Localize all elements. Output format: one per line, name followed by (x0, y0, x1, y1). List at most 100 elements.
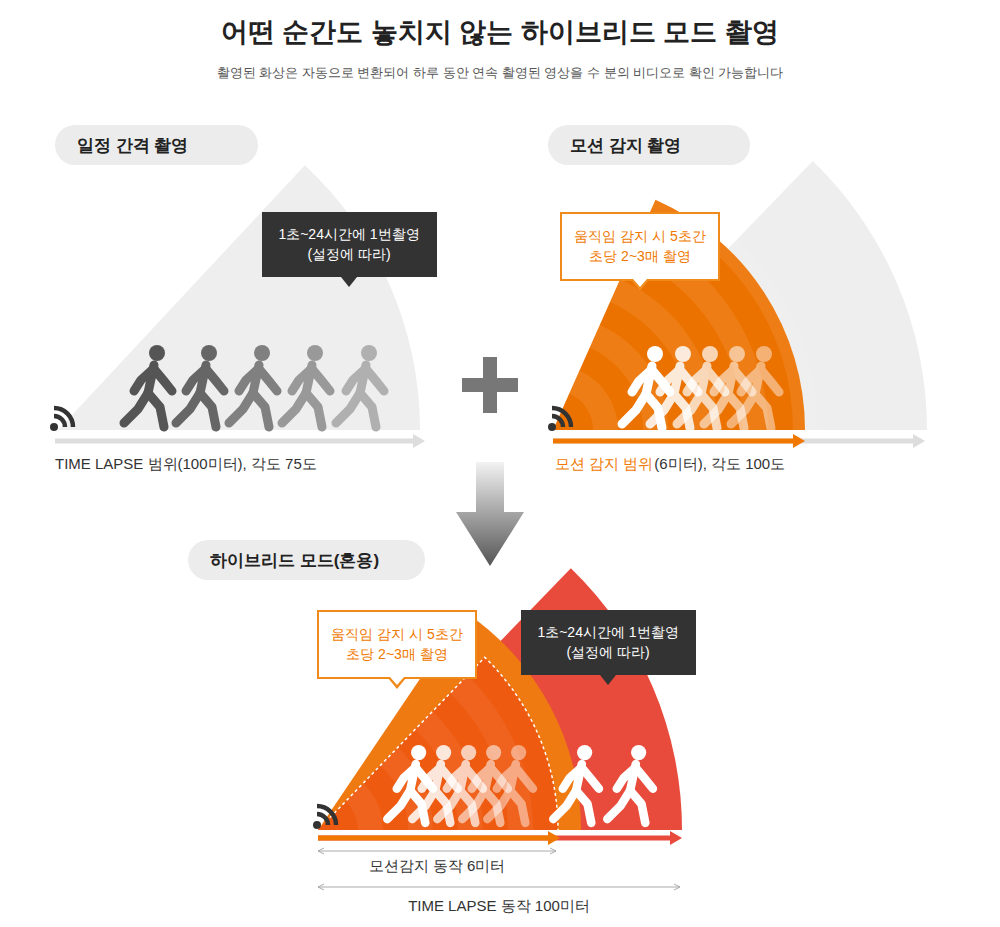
section-title: 일정 간격 촬영 (77, 134, 188, 157)
callout-text: 1초~24시간에 1번촬영 (설정에 따라) (269, 225, 430, 264)
walker-figure (229, 345, 277, 427)
walker-head (647, 346, 663, 362)
walker-figure (487, 745, 533, 823)
walker-head (675, 346, 691, 362)
walker-head (307, 345, 323, 361)
walker-head (201, 345, 217, 361)
section-title: 모션 감지 촬영 (570, 134, 681, 157)
walker-limb (206, 369, 224, 391)
walker-limb (617, 768, 635, 789)
walker-limb (360, 393, 376, 427)
dimension-line (318, 848, 556, 854)
walker-limb (487, 791, 510, 820)
sensor-wave (552, 416, 563, 427)
walker-limb (704, 394, 728, 424)
timelapse-axis-head (670, 831, 682, 845)
walker-limb (422, 768, 440, 789)
walker-head (486, 745, 501, 760)
walker-figure (282, 345, 330, 427)
timelapse-range (553, 161, 927, 430)
walker-limb (292, 369, 311, 391)
caption: 촬영된 화상은 자동으로 변환되어 하루 동안 연속 촬영된 영상을 수 분의 … (217, 64, 784, 82)
sensor-dot (313, 821, 321, 829)
range-label: TIME LAPSE 범위(100미터), 각도 75도 (55, 455, 317, 474)
walker-head (411, 745, 426, 760)
callout-box: 1초~24시간에 1번촬영 (설정에 따라) (262, 212, 437, 277)
dimension-stroke (318, 887, 680, 888)
walker-limb (462, 791, 485, 820)
sensor-wave (54, 416, 65, 427)
timelapse-range (318, 568, 682, 830)
walker-limb (622, 394, 646, 424)
walker-limb (134, 369, 153, 391)
dimension-line (318, 884, 680, 890)
range-label: (6미터), 각도 100도 (654, 455, 785, 474)
section-title: 하이브리드 모드(혼용) (210, 549, 379, 572)
dimension-label: 모션감지 동작 6미터 (369, 857, 506, 876)
walker-head (149, 345, 165, 361)
walker-limb (472, 768, 490, 789)
walker-figure (553, 745, 599, 823)
sensor-icon (313, 806, 336, 829)
walker-head (729, 346, 745, 362)
walker-limb (124, 393, 148, 423)
callout-text: 움직임 감지 시 5초간 초당 2~3매 촬영 (569, 227, 711, 266)
walker-limb (200, 393, 216, 427)
walker-head (461, 745, 476, 760)
walker-limb (553, 791, 576, 820)
ripple-ring (450, 675, 533, 830)
sensor-wave (54, 408, 73, 427)
walker-limb (306, 393, 322, 427)
boundary-dotted (330, 657, 558, 830)
walker-limb (154, 369, 172, 391)
section-tab: 하이브리드 모드(혼용) (188, 540, 425, 580)
walker-limb (447, 768, 465, 789)
walker-limb (282, 393, 306, 423)
range-axis-head (413, 434, 425, 448)
dimension-head (674, 884, 680, 890)
walker-limb (387, 791, 410, 820)
ripple-ring (346, 783, 383, 830)
walker-limb (761, 370, 779, 392)
callout-box: 움직임 감지 시 5초간 초당 2~3매 촬영 (317, 610, 477, 679)
range-axis (553, 439, 917, 444)
dimension-label: TIME LAPSE 동작 100미터 (408, 897, 590, 916)
walker-limb (630, 791, 645, 823)
sensor-icon (50, 408, 73, 431)
range-axis (55, 439, 417, 444)
walker-limb (731, 394, 755, 424)
timelapse-range (58, 165, 420, 430)
walker-limb (229, 393, 253, 423)
walker-limb (437, 791, 460, 820)
walker-head (756, 346, 772, 362)
sensor-wave (317, 806, 336, 825)
sensor-dot (50, 423, 58, 431)
walker-head (361, 345, 377, 361)
timelapse-axis (318, 836, 674, 841)
walker-figure (731, 346, 779, 428)
walker-head (577, 745, 592, 760)
walker-limb (677, 394, 701, 424)
walker-limb (660, 370, 679, 392)
walker-limb (607, 791, 630, 820)
motion-axis (318, 836, 552, 841)
walker-limb (253, 393, 269, 427)
walker-limb (497, 768, 515, 789)
walker-head (631, 745, 646, 760)
walker-limb (650, 394, 674, 424)
walker-limb (636, 768, 653, 789)
overlap-range (318, 657, 558, 830)
walker-limb (312, 369, 330, 391)
walker-limb (516, 768, 533, 789)
motion-axis-head (793, 434, 805, 448)
range-axis-head (913, 434, 925, 448)
walker-figure (124, 345, 172, 427)
callout-box: 1초~24시간에 1번촬영 (설정에 따라) (521, 610, 696, 675)
down-arrow (456, 462, 524, 566)
motion-axis (553, 439, 797, 444)
callout-text: 1초~24시간에 1번촬영 (설정에 따라) (528, 623, 689, 662)
sensor-wave (317, 814, 328, 825)
walker-figure (336, 345, 384, 427)
walker-head (254, 345, 270, 361)
motion-axis-head (548, 831, 560, 845)
